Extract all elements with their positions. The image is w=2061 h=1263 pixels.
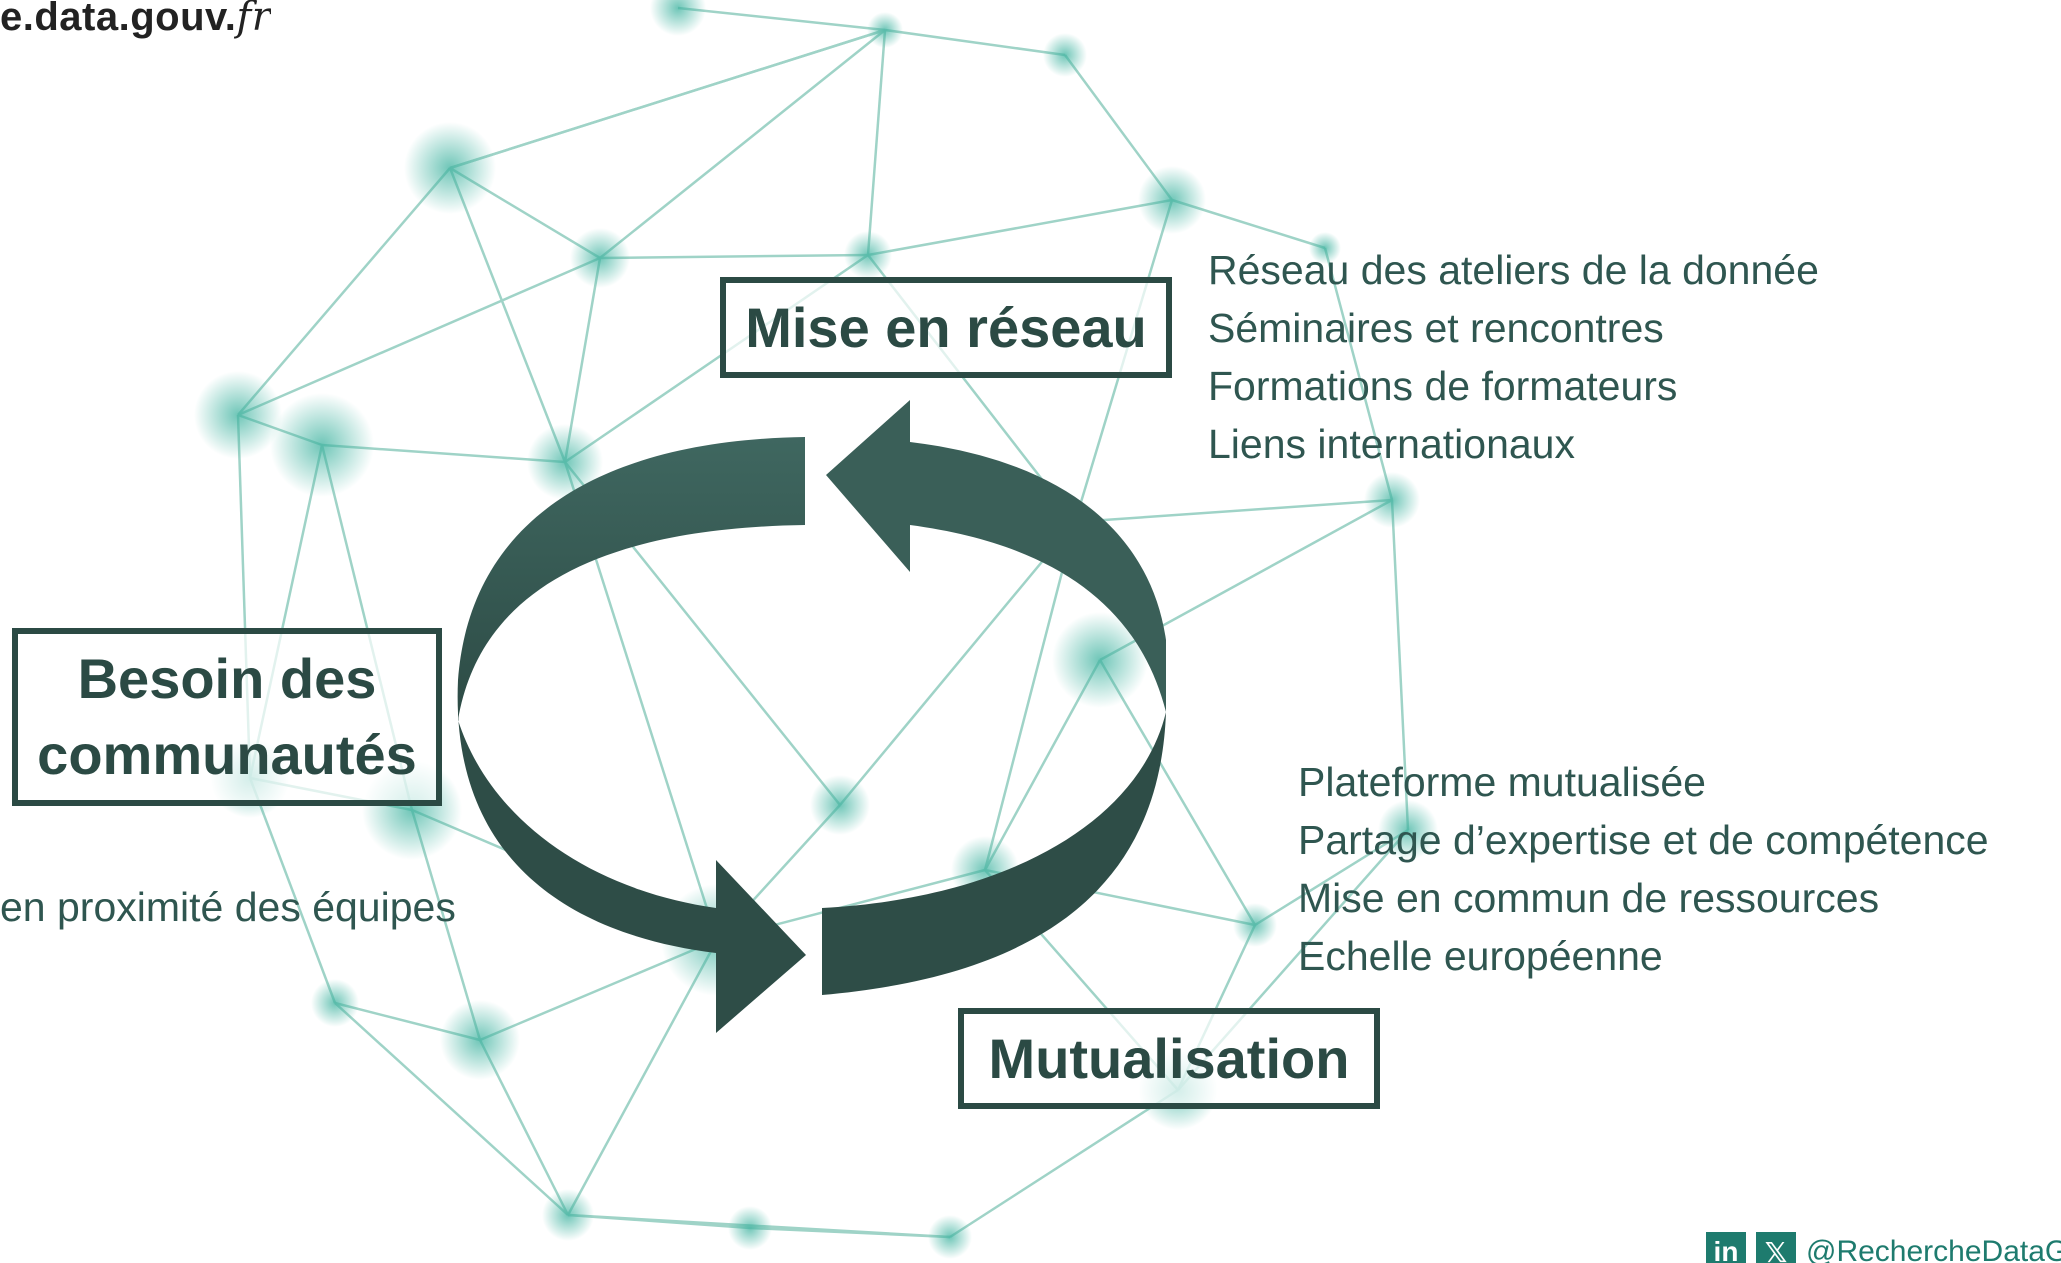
network-edge: [983, 521, 1077, 871]
label-mutualisation: Mutualisation: [958, 1008, 1380, 1109]
network-edge: [1074, 498, 1393, 524]
mutualisation-item: Partage d’expertise et de compétence: [1298, 817, 1989, 863]
mutualisation-item-list: Plateforme mutualisée Partage d’expertis…: [1298, 753, 1989, 985]
network-edge: [248, 777, 337, 1004]
network-node: [1138, 166, 1206, 234]
network-edge: [448, 167, 567, 463]
linkedin-icon[interactable]: in: [1706, 1232, 1746, 1263]
network-edge: [839, 521, 1076, 806]
reseau-item: Liens internationaux: [1208, 421, 1575, 467]
label-mise-en-reseau-text: Mise en réseau: [745, 296, 1147, 359]
network-node: [1043, 33, 1087, 77]
mutualisation-item: Plateforme mutualisée: [1298, 759, 1706, 805]
network-node: [1364, 472, 1420, 528]
network-edge: [1098, 659, 1257, 926]
network-node: [311, 979, 359, 1027]
label-mise-en-reseau: Mise en réseau: [720, 277, 1172, 378]
logo-recherche-data-gouv: e.data.gouv.fr: [0, 0, 271, 44]
mutualisation-item: Mise en commun de ressources: [1298, 875, 1880, 921]
label-besoin-line-1: Besoin des: [77, 647, 377, 710]
network-edge: [867, 198, 1173, 257]
reseau-item: Réseau des ateliers de la donnée: [1208, 247, 1819, 293]
besoin-note: en proximité des équipes: [0, 884, 456, 930]
label-mutualisation-text: Mutualisation: [988, 1027, 1350, 1090]
network-node: [1378, 800, 1438, 860]
x-twitter-icon[interactable]: 𝕏: [1756, 1232, 1796, 1263]
cycle-arrow-upper-left: [458, 437, 805, 720]
network-node: [542, 1189, 594, 1241]
network-edge: [1323, 247, 1394, 501]
network-node: [194, 371, 282, 459]
network-node: [527, 424, 603, 500]
network-node: [440, 1000, 520, 1080]
network-node: [810, 775, 870, 835]
network-node: [844, 231, 892, 279]
network-node: [570, 228, 630, 288]
network-edge: [949, 1088, 1179, 1239]
cycle-arrow-lower-right: [822, 712, 1166, 995]
network-node: [928, 1215, 972, 1259]
logo-tld: fr: [236, 0, 272, 40]
label-besoin-line-2: communautés: [37, 723, 417, 786]
reseau-item: Formations de formateurs: [1208, 363, 1678, 409]
network-edge: [334, 1002, 569, 1216]
mutualisation-item: Echelle européenne: [1298, 933, 1663, 979]
network-node: [650, 0, 706, 36]
network-edge: [1254, 828, 1409, 927]
reseau-item-list: Réseau des ateliers de la donnée Séminai…: [1208, 241, 1819, 473]
network-edge: [237, 256, 601, 417]
network-node: [1052, 612, 1148, 708]
reseau-item: Séminaires et rencontres: [1208, 305, 1664, 351]
network-edge: [1390, 499, 1410, 831]
network-node: [270, 393, 374, 497]
network-edge: [237, 167, 451, 416]
cycle-arrow-upper-right: [826, 400, 1166, 712]
network-edge: [677, 6, 886, 32]
network-node: [1309, 232, 1341, 264]
label-besoin-des-communautes: Besoin des communautés: [12, 628, 442, 806]
network-edge: [599, 29, 886, 259]
social-footer: in 𝕏 @RechercheDataGv: [1706, 1232, 2061, 1263]
social-handle[interactable]: @RechercheDataGv: [1806, 1235, 2061, 1263]
network-edge: [449, 28, 886, 170]
cycle-arrow-lower-left: [457, 680, 806, 1033]
network-edge: [866, 29, 887, 256]
logo-prefix: e.data.gouv.: [0, 0, 237, 39]
network-node: [404, 122, 496, 214]
network-edge: [599, 253, 869, 260]
network-edge: [884, 28, 1066, 57]
network-node: [728, 1206, 772, 1250]
network-node: [1233, 903, 1277, 947]
network-node: [867, 12, 903, 48]
